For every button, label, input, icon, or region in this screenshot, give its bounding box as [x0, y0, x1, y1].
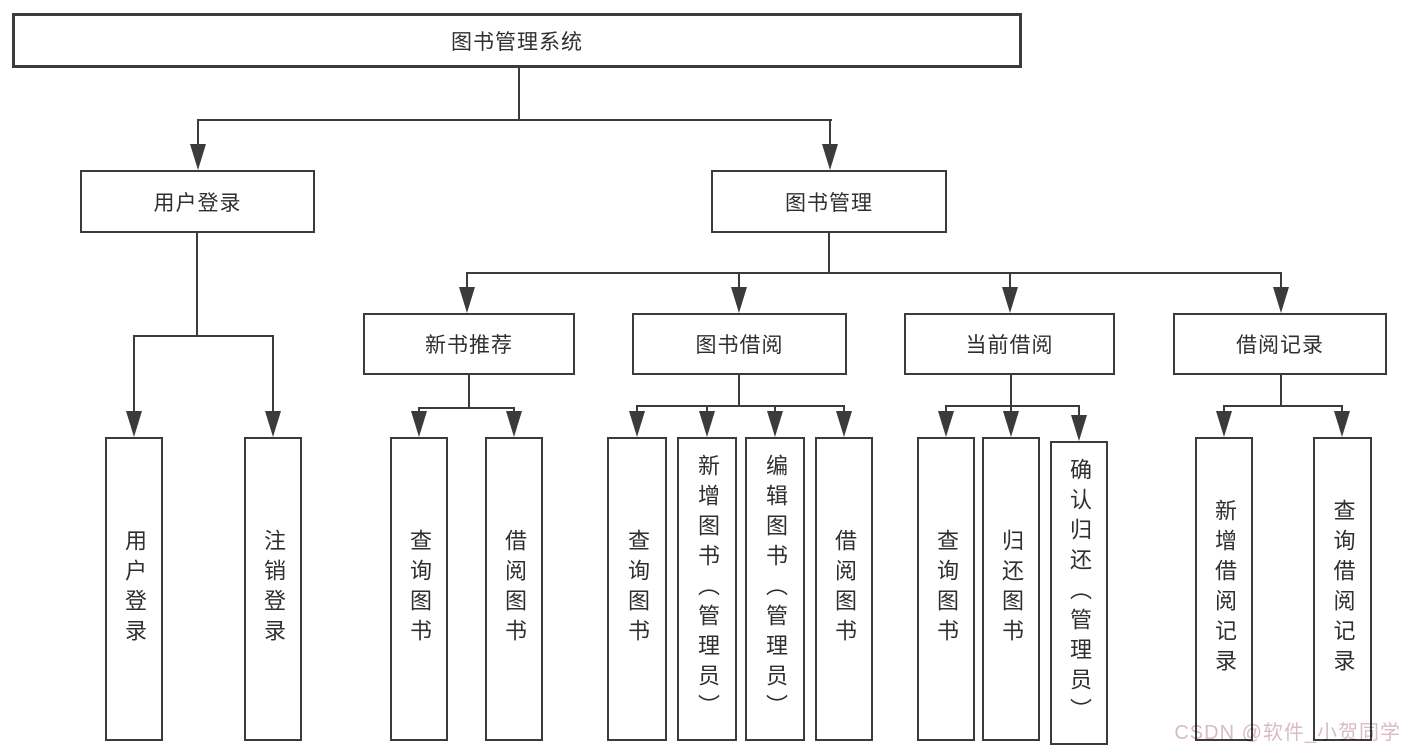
connector-line — [418, 407, 515, 409]
connector-line — [466, 272, 468, 290]
connector-line — [518, 68, 520, 120]
node-borrowing-records: 借阅记录 — [1173, 313, 1387, 375]
connector-line — [829, 119, 831, 149]
node-label: 图书管理系统 — [451, 30, 583, 54]
arrow-down-icon — [126, 411, 142, 437]
arrow-down-icon — [459, 287, 475, 313]
arrow-down-icon — [265, 411, 281, 437]
leaf-logout: 注销登录 — [244, 437, 302, 741]
node-book-management: 图书管理 — [711, 170, 947, 233]
connector-line — [133, 335, 135, 417]
connector-line — [738, 272, 740, 290]
arrow-down-icon — [822, 144, 838, 170]
node-label: 借阅图书 — [502, 529, 527, 649]
connector-line — [196, 233, 198, 337]
leaf-user-login: 用户登录 — [105, 437, 163, 741]
leaf-records-query-record: 查询借阅记录 — [1313, 437, 1372, 741]
node-label: 查询借阅记录 — [1330, 499, 1356, 679]
csdn-watermark: CSDN @软件_小贺同学 — [1174, 722, 1401, 744]
arrow-down-icon — [411, 411, 427, 437]
connector-line — [133, 335, 274, 337]
leaf-borrowing-borrow-books: 借阅图书 — [815, 437, 873, 741]
node-label: 查询图书 — [407, 529, 432, 649]
connector-line — [828, 233, 830, 274]
node-label: 确认归还（管理员） — [1067, 458, 1092, 728]
arrow-down-icon — [767, 411, 783, 437]
arrow-down-icon — [836, 411, 852, 437]
node-label: 查询图书 — [934, 529, 959, 649]
arrow-down-icon — [1003, 411, 1019, 437]
node-label: 借阅记录 — [1236, 334, 1324, 357]
leaf-borrowing-edit-books-admin: 编辑图书（管理员） — [745, 437, 805, 741]
connector-line — [1280, 272, 1282, 290]
node-label: 注销登录 — [261, 529, 286, 649]
arrow-down-icon — [1002, 287, 1018, 313]
connector-line — [1010, 375, 1012, 407]
arrow-down-icon — [629, 411, 645, 437]
arrow-down-icon — [1216, 411, 1232, 437]
leaf-records-add-record: 新增借阅记录 — [1195, 437, 1253, 741]
arrow-down-icon — [1273, 287, 1289, 313]
arrow-down-icon — [1334, 411, 1350, 437]
connector-line — [1280, 375, 1282, 407]
node-label: 借阅图书 — [832, 529, 857, 649]
node-label: 编辑图书（管理员） — [763, 454, 788, 724]
connector-line — [1078, 405, 1080, 419]
node-user-login: 用户登录 — [80, 170, 315, 233]
connector-line — [1009, 272, 1011, 290]
arrow-down-icon — [506, 411, 522, 437]
leaf-current-confirm-return-admin: 确认归还（管理员） — [1050, 441, 1108, 745]
connector-line — [468, 375, 470, 409]
connector-line — [1223, 405, 1343, 407]
leaf-current-query-books: 查询图书 — [917, 437, 975, 741]
arrow-down-icon — [1071, 415, 1087, 441]
node-new-book-recommend: 新书推荐 — [363, 313, 575, 375]
arrow-down-icon — [731, 287, 747, 313]
node-label: 查询图书 — [625, 529, 650, 649]
node-label: 当前借阅 — [965, 334, 1054, 357]
leaf-newbooks-borrow-books: 借阅图书 — [485, 437, 543, 741]
connector-line — [272, 335, 274, 417]
node-current-borrowing: 当前借阅 — [904, 313, 1115, 375]
connector-line — [466, 272, 1282, 274]
node-label: 新书推荐 — [425, 334, 513, 357]
connector-line — [738, 375, 740, 407]
connector-line — [197, 119, 832, 121]
arrow-down-icon — [699, 411, 715, 437]
node-book-borrowing: 图书借阅 — [632, 313, 847, 375]
connector-line — [197, 119, 199, 149]
leaf-borrowing-query-books: 查询图书 — [607, 437, 667, 741]
node-label: 用户登录 — [122, 529, 147, 649]
node-label: 新增借阅记录 — [1212, 499, 1237, 679]
leaf-current-return-books: 归还图书 — [982, 437, 1040, 741]
arrow-down-icon — [190, 144, 206, 170]
arrow-down-icon — [938, 411, 954, 437]
leaf-borrowing-add-books-admin: 新增图书（管理员） — [677, 437, 737, 741]
connector-line — [636, 405, 845, 407]
leaf-newbooks-query-books: 查询图书 — [390, 437, 448, 741]
node-label: 图书管理 — [785, 191, 873, 215]
connector-line — [945, 405, 1080, 407]
node-label: 用户登录 — [153, 191, 242, 215]
node-root-library-system: 图书管理系统 — [12, 13, 1022, 68]
node-label: 归还图书 — [999, 529, 1024, 649]
node-label: 图书借阅 — [695, 334, 784, 357]
node-label: 新增图书（管理员） — [695, 454, 720, 724]
